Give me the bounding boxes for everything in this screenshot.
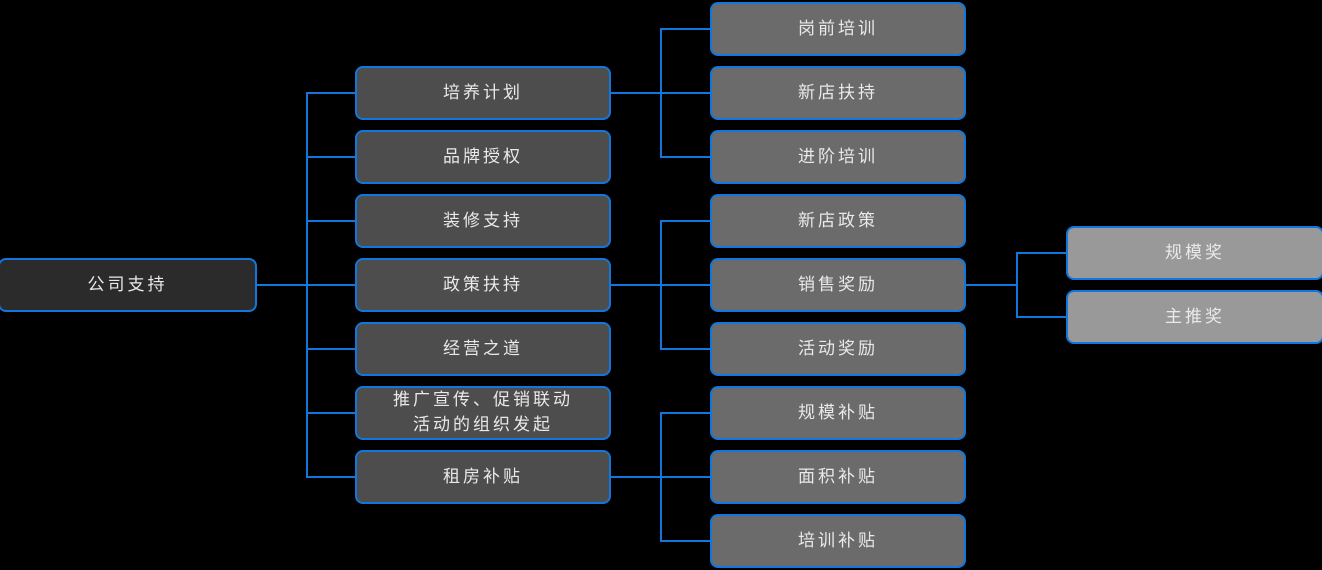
connector-g2-in [611,284,661,286]
connector-g3-in [611,476,661,478]
connector-g3-branch-1 [660,412,710,414]
connector-g1-branch-3 [660,156,710,158]
connector-g4-branch-2 [1016,316,1066,318]
connector-g2-branch-1 [660,220,710,222]
node-level3-gangqianpeixun[interactable]: 岗前培训 [710,2,966,56]
node-level3-xiaoshoujiangli[interactable]: 销售奖励 [710,258,966,312]
connector-g1-branch-2 [660,92,710,94]
connector-g3-branch-3 [660,540,710,542]
connector-g4-trunk [1016,252,1018,317]
node-level3-guimobutie[interactable]: 规模补贴 [710,386,966,440]
node-level3-peixunbutie[interactable]: 培训补贴 [710,514,966,568]
node-level3-xindianfuchi[interactable]: 新店扶持 [710,66,966,120]
connector-level2-branch-7 [306,476,355,478]
connector-g3-branch-2 [660,476,710,478]
connector-g2-branch-3 [660,348,710,350]
node-level4-zhutuijiang[interactable]: 主推奖 [1066,290,1322,344]
node-level4-guimojiang[interactable]: 规模奖 [1066,226,1322,280]
node-level2-tuiguangxuanchuan[interactable]: 推广宣传、促销联动 活动的组织发起 [355,386,611,440]
node-level2-peiyangjihua[interactable]: 培养计划 [355,66,611,120]
node-level3-huodongjiangli[interactable]: 活动奖励 [710,322,966,376]
connector-level2-branch-6 [306,412,355,414]
connector-level2-branch-3 [306,220,355,222]
node-level2-jingyingzhidao[interactable]: 经营之道 [355,322,611,376]
node-root[interactable]: 公司支持 [0,258,257,312]
node-level3-xindianzhengce[interactable]: 新店政策 [710,194,966,248]
connector-g1-in [611,92,661,94]
connector-level2-branch-5 [306,348,355,350]
connector-level2-branch-2 [306,156,355,158]
connector-level2-branch-1 [306,92,355,94]
node-level3-jinjiepeixun[interactable]: 进阶培训 [710,130,966,184]
connector-root-out [257,284,307,286]
node-level3-mianjibutie[interactable]: 面积补贴 [710,450,966,504]
connector-g2-branch-2 [660,284,710,286]
node-level2-zhuangxiuzhichi[interactable]: 装修支持 [355,194,611,248]
node-level2-pinpaishouquan[interactable]: 品牌授权 [355,130,611,184]
connector-g4-branch-1 [1016,252,1066,254]
node-level2-zhengcefuchi[interactable]: 政策扶持 [355,258,611,312]
connector-g4-in [965,284,1017,286]
node-level2-zufangbutie[interactable]: 租房补贴 [355,450,611,504]
connector-level2-branch-4 [306,284,355,286]
connector-g1-branch-1 [660,28,710,30]
